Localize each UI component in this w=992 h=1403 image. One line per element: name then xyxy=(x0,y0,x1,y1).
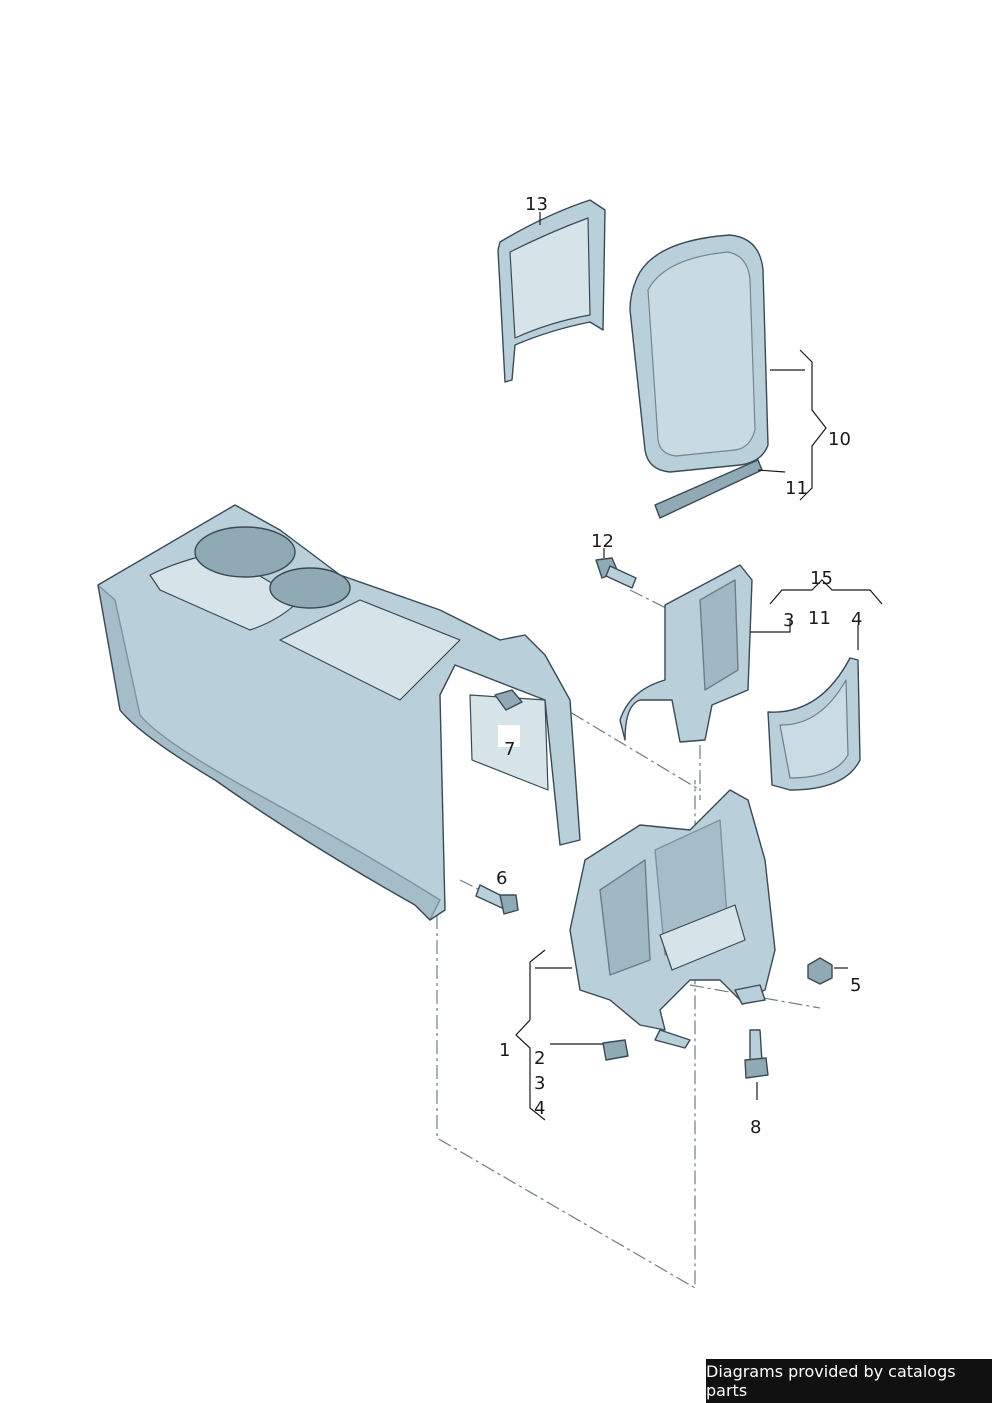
clip-7-part xyxy=(494,689,523,747)
attribution-banner: Diagrams provided by catalogs parts xyxy=(706,1359,992,1403)
bracket-10 xyxy=(770,349,827,501)
callout-6: 6 xyxy=(496,868,507,889)
trim-cover-part xyxy=(767,625,861,791)
callout-5: 5 xyxy=(850,975,861,996)
callout-4: 4 xyxy=(851,609,862,630)
bolt-8-part xyxy=(744,1029,769,1100)
callout-11: 11 xyxy=(808,608,831,629)
hinge-strip-part xyxy=(654,459,786,519)
callout-12: 12 xyxy=(591,531,614,552)
bracket-1 xyxy=(515,949,546,1121)
bracket-15 xyxy=(769,579,883,605)
center-console-part xyxy=(97,504,581,921)
mounting-bracket-part xyxy=(535,789,776,1049)
callout-10: 10 xyxy=(828,429,851,450)
nut-5-part xyxy=(807,957,848,985)
callout-3: 3 xyxy=(783,610,794,631)
callout-7: 7 xyxy=(504,739,515,760)
support-bracket-part xyxy=(619,564,791,743)
armrest-cushion-part xyxy=(629,234,769,473)
callout-15: 15 xyxy=(810,568,833,589)
armrest-shell-part xyxy=(497,199,606,383)
callout-1: 1 xyxy=(499,1040,510,1061)
clip-2-part xyxy=(550,1039,629,1061)
bolt-12-part xyxy=(595,548,637,589)
callout-11: 11 xyxy=(785,478,808,499)
callout-8: 8 xyxy=(750,1117,761,1138)
attribution-text: Diagrams provided by catalogs parts xyxy=(706,1362,956,1400)
callout-2: 2 xyxy=(534,1048,545,1069)
callout-labels: 13 10 11 12 15 3 11 4 7 6 5 1 2 3 4 8 xyxy=(496,194,862,1138)
callout-13: 13 xyxy=(525,194,548,215)
bolt-6-part xyxy=(475,884,519,915)
assembly-lines xyxy=(436,589,821,1290)
callout-3: 3 xyxy=(534,1073,545,1094)
callout-4: 4 xyxy=(534,1098,545,1119)
